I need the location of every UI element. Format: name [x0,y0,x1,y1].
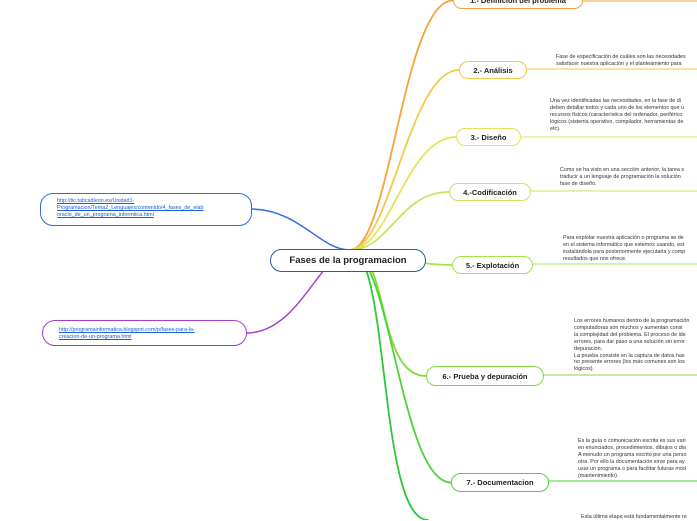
phase-label: 6.- Prueba y depuración [442,371,528,381]
branch-connector [349,136,457,251]
phase-description: Es la guía o comunicación escrita es sus… [578,438,687,479]
branch-connector [349,191,450,251]
phase-node[interactable]: 4.-Codificación [449,183,531,201]
phase-node[interactable]: 3.- Diseño [456,128,521,146]
phase-description: Los errores humanos dentro de la program… [574,318,690,373]
phase-node[interactable]: 2.- Análisis [459,61,527,79]
link-node-ticleon[interactable]: http://tic.tabcadleon.es/Unidad1- Progra… [40,193,252,226]
phase-label: 5.- Explotación [465,260,520,270]
phase-node[interactable]: 7.- Documentacion [451,473,549,492]
phase-description: Para explotar nuestra aplicación o progr… [563,235,686,262]
link-url[interactable]: http://tic.tabcadleon.es/Unidad1- Progra… [57,198,204,218]
phase-node[interactable]: 6.- Prueba y depuración [426,366,544,386]
phase-label: 2.- Análisis [473,65,513,75]
phase-label: 4.-Codificación [463,187,517,197]
link-url[interactable]: http://programainformatica.blogspot.com/… [59,327,195,340]
phase-description: Esta última etapa está fundamentalmente … [581,514,687,520]
link-connector [251,208,351,251]
phase-description: Fase de especificación de cuáles son las… [556,54,686,67]
phase-label: 7.- Documentacion [466,478,534,487]
phase-description: Una vez identificadas las necesidades, e… [550,98,684,132]
phase-label: 1.- Definición del problema [470,0,566,5]
phase-node[interactable]: 1.- Definición del problema [453,0,583,9]
branch-connector [349,0,454,251]
central-topic[interactable]: Fases de la programacion [270,249,426,272]
phase-node[interactable]: 5.- Explotación [452,256,533,274]
central-topic-label: Fases de la programacion [289,255,407,266]
branch-connector [349,69,460,251]
phase-label: 3.- Diseño [470,132,507,142]
branch-connector [349,249,429,520]
link-node-programainformatica[interactable]: http://programainformatica.blogspot.com/… [42,320,247,346]
phase-description: Como se ha visto en una sección anterior… [560,167,685,187]
